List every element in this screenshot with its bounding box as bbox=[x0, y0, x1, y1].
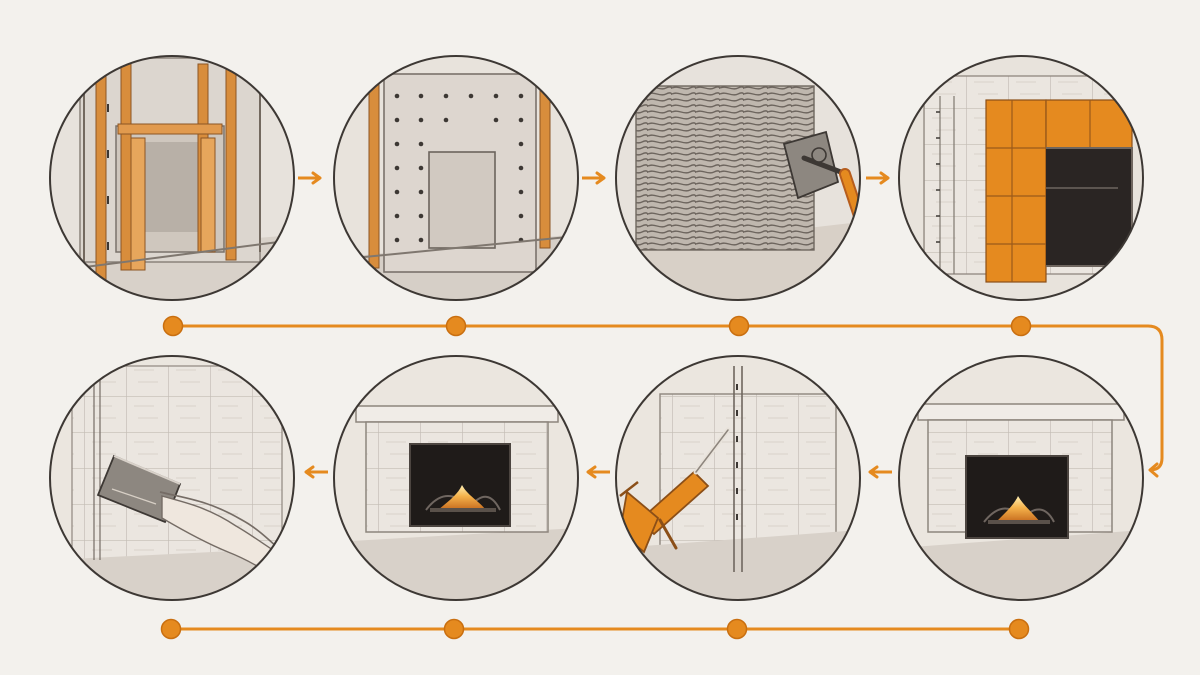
screw-pattern bbox=[394, 93, 524, 243]
step-1-framing bbox=[49, 55, 295, 301]
step-7-scene bbox=[616, 356, 860, 600]
arrow-3-to-4 bbox=[866, 171, 890, 185]
step-6-scene bbox=[334, 356, 578, 600]
bottom-connector bbox=[160, 618, 1030, 640]
bottom-flow-arrows bbox=[304, 465, 892, 479]
step-5-scene bbox=[50, 356, 294, 600]
step-4-scene bbox=[899, 56, 1143, 300]
step-2-backer-board bbox=[333, 55, 579, 301]
step-3-scene bbox=[616, 56, 860, 300]
arrow-6-to-5 bbox=[304, 465, 328, 479]
connector-dot bbox=[445, 315, 467, 337]
connector-dot bbox=[728, 315, 750, 337]
step-2-scene bbox=[334, 56, 578, 300]
top-flow-arrows bbox=[298, 171, 890, 185]
arrow-2-to-3 bbox=[582, 171, 606, 185]
middle-connector bbox=[162, 315, 1164, 478]
connector-dot bbox=[1010, 315, 1032, 337]
step-4-orange-membrane bbox=[898, 55, 1144, 301]
step-6-finished-fireplace bbox=[333, 355, 579, 601]
arrow-8-to-7 bbox=[868, 465, 892, 479]
connector-dot bbox=[726, 618, 748, 640]
step-7-caulk-gun bbox=[615, 355, 861, 601]
step-5-grout-float bbox=[49, 355, 295, 601]
connector-dot bbox=[1008, 618, 1030, 640]
connector-dot bbox=[160, 618, 182, 640]
step-8-scene bbox=[899, 356, 1143, 600]
arrow-1-to-2 bbox=[298, 171, 322, 185]
step-1-scene bbox=[50, 56, 294, 300]
connector-dot bbox=[162, 315, 184, 337]
step-8-finished-fireplace bbox=[898, 355, 1144, 601]
step-3-mortar-trowel bbox=[615, 55, 861, 301]
connector-dot bbox=[443, 618, 465, 640]
arrow-7-to-6 bbox=[586, 465, 610, 479]
